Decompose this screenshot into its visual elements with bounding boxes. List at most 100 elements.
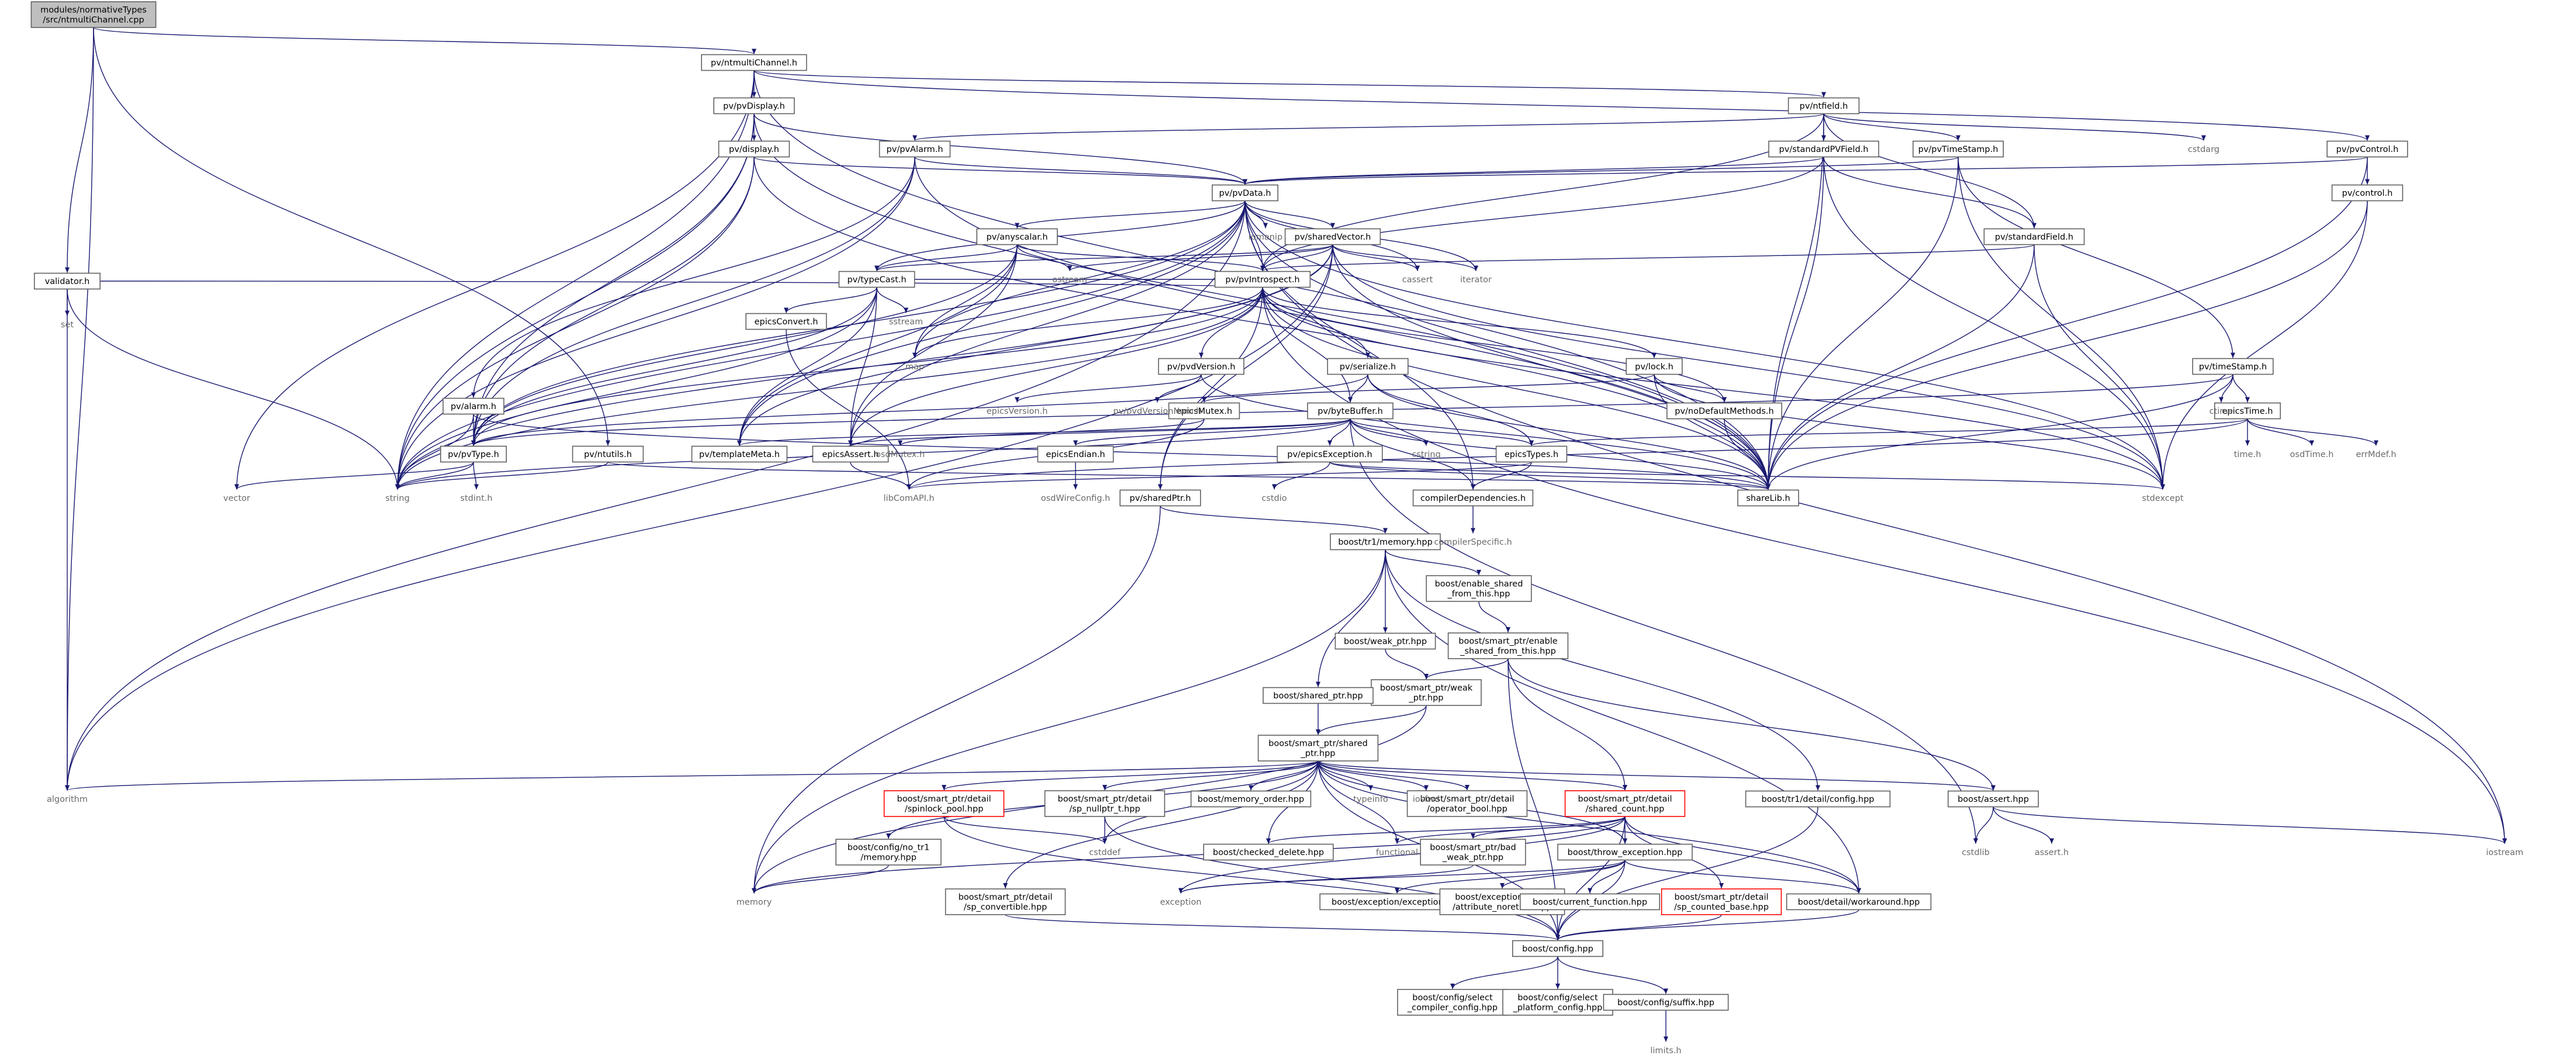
node-pvTimeStamp[interactable]: pv/pvTimeStamp.h: [1913, 140, 2004, 158]
node-box-root[interactable]: [30, 1, 157, 28]
node-memoryOrder[interactable]: boost/memory_order.hpp: [1190, 790, 1312, 808]
node-box-selectCompiler[interactable]: [1397, 989, 1508, 1016]
node-box-byteBuffer[interactable]: [1307, 402, 1394, 420]
node-pvAlarm[interactable]: pv/pvAlarm.h: [879, 140, 951, 158]
node-spinlockPool[interactable]: boost/smart_ptr/detail/spinlock_pool.hpp: [883, 790, 1005, 817]
node-box-memoryOrder[interactable]: [1190, 790, 1312, 808]
node-box-spCountedBase[interactable]: [1661, 888, 1782, 915]
node-noTr1Memory[interactable]: boost/config/no_tr1/memory.hpp: [835, 839, 942, 866]
node-box-pvIntrospect[interactable]: [1214, 271, 1311, 288]
node-display[interactable]: pv/display.h: [718, 140, 790, 158]
node-box-tr1Config[interactable]: [1745, 790, 1891, 808]
node-box-epicsTypes[interactable]: [1495, 445, 1568, 463]
node-spSharedPtr[interactable]: boost/smart_ptr/shared_ptr.hpp: [1257, 735, 1379, 762]
node-box-epicsTime[interactable]: [2214, 402, 2281, 420]
node-selectCompiler[interactable]: boost/config/select_compiler_config.hpp: [1397, 989, 1508, 1016]
node-box-sharelib[interactable]: [1737, 489, 1799, 507]
node-serialize[interactable]: pv/serialize.h: [1327, 358, 1409, 375]
node-box-pvData[interactable]: [1212, 184, 1279, 202]
node-box-validator[interactable]: [33, 272, 101, 290]
node-boostAssert[interactable]: boost/assert.hpp: [1948, 790, 2039, 808]
node-box-epicsMutex[interactable]: [1168, 402, 1240, 420]
node-tr1memory[interactable]: boost/tr1/memory.hpp: [1330, 533, 1441, 551]
node-workaround[interactable]: boost/detail/workaround.hpp: [1786, 893, 1932, 911]
node-epicsEndian[interactable]: epicsEndian.h: [1037, 445, 1114, 463]
node-operatorBool[interactable]: boost/smart_ptr/detail/operator_bool.hpp: [1406, 790, 1528, 817]
node-box-tr1memory[interactable]: [1330, 533, 1441, 551]
node-box-suffix[interactable]: [1603, 994, 1729, 1011]
node-noDefaultMethods[interactable]: pv/noDefaultMethods.h: [1666, 402, 1783, 420]
node-box-timeStamp[interactable]: [2192, 358, 2274, 375]
node-box-pvType[interactable]: [440, 445, 507, 463]
node-spConvertible[interactable]: boost/smart_ptr/detail/sp_convertible.hp…: [945, 888, 1066, 915]
node-box-checkedDelete[interactable]: [1203, 843, 1334, 861]
node-alarm[interactable]: pv/alarm.h: [442, 397, 504, 415]
node-box-ntmultiChannel[interactable]: [701, 54, 807, 71]
node-box-ntutils[interactable]: [572, 445, 644, 463]
node-ntmultiChannel[interactable]: pv/ntmultiChannel.h: [701, 54, 807, 71]
node-box-pvEpicsException[interactable]: [1277, 445, 1383, 463]
node-epicsTime[interactable]: epicsTime.h: [2214, 402, 2281, 420]
node-box-boostAssert[interactable]: [1948, 790, 2039, 808]
node-spNullptr[interactable]: boost/smart_ptr/detail/sp_nullptr_t.hpp: [1044, 790, 1166, 817]
node-spWeakPtr[interactable]: boost/smart_ptr/weak_ptr.hpp: [1371, 679, 1482, 706]
node-box-throwException[interactable]: [1557, 843, 1693, 861]
node-box-display[interactable]: [718, 140, 790, 158]
node-box-spEnableShared[interactable]: [1447, 632, 1569, 659]
node-box-spinlockPool[interactable]: [883, 790, 1005, 817]
node-epicsConvert[interactable]: epicsConvert.h: [745, 313, 827, 330]
node-sharelib[interactable]: shareLib.h: [1737, 489, 1799, 507]
node-pvdVersion[interactable]: pv/pvdVersion.h: [1158, 358, 1244, 375]
node-box-anyscalar[interactable]: [976, 228, 1058, 245]
node-box-epicsAssert[interactable]: [812, 445, 889, 463]
node-sharedVector[interactable]: pv/sharedVector.h: [1284, 228, 1381, 245]
node-box-spWeakPtr[interactable]: [1371, 679, 1482, 706]
node-ntfield[interactable]: pv/ntfield.h: [1787, 97, 1860, 115]
node-box-pvdVersion[interactable]: [1158, 358, 1244, 375]
node-tr1Config[interactable]: boost/tr1/detail/config.hpp: [1745, 790, 1891, 808]
node-box-epicsEndian[interactable]: [1037, 445, 1114, 463]
node-epicsTypes[interactable]: epicsTypes.h: [1495, 445, 1568, 463]
node-pvData[interactable]: pv/pvData.h: [1212, 184, 1279, 202]
node-box-boostConfig[interactable]: [1512, 940, 1604, 957]
node-box-pvTimeStamp[interactable]: [1913, 140, 2004, 158]
node-spCountedBase[interactable]: boost/smart_ptr/detail/sp_counted_base.h…: [1661, 888, 1782, 915]
node-box-spConvertible[interactable]: [945, 888, 1066, 915]
node-lock[interactable]: pv/lock.h: [1626, 358, 1683, 375]
node-box-sharedPtrHpp[interactable]: [1263, 687, 1374, 704]
node-box-selectPlatform[interactable]: [1502, 989, 1613, 1016]
node-sharedCount[interactable]: boost/smart_ptr/detail/shared_count.hpp: [1564, 790, 1686, 817]
node-box-noTr1Memory[interactable]: [835, 839, 942, 866]
node-box-spNullptr[interactable]: [1044, 790, 1166, 817]
node-standardField[interactable]: pv/standardField.h: [1983, 228, 2085, 245]
node-box-spSharedPtr[interactable]: [1257, 735, 1379, 762]
node-sharedPtrHpp[interactable]: boost/shared_ptr.hpp: [1263, 687, 1374, 704]
node-box-pvControl[interactable]: [2326, 140, 2408, 158]
node-box-standardField[interactable]: [1983, 228, 2085, 245]
node-anyscalar[interactable]: pv/anyscalar.h: [976, 228, 1058, 245]
node-root[interactable]: modules/normativeTypes/src/ntmultiChanne…: [30, 1, 157, 28]
node-templateMeta[interactable]: pv/templateMeta.h: [691, 445, 788, 463]
node-box-weakPtr[interactable]: [1334, 632, 1436, 650]
node-box-sharedVector[interactable]: [1284, 228, 1381, 245]
node-box-operatorBool[interactable]: [1406, 790, 1528, 817]
node-epicsAssert[interactable]: epicsAssert.h: [812, 445, 889, 463]
node-weakPtr[interactable]: boost/weak_ptr.hpp: [1334, 632, 1436, 650]
node-validator[interactable]: validator.h: [33, 272, 101, 290]
node-epicsMutex[interactable]: epicsMutex.h: [1168, 402, 1240, 420]
node-box-control[interactable]: [2331, 184, 2404, 202]
node-compilerDependencies[interactable]: compilerDependencies.h: [1412, 489, 1534, 507]
node-box-lock[interactable]: [1626, 358, 1683, 375]
node-box-noDefaultMethods[interactable]: [1666, 402, 1783, 420]
node-pvIntrospect[interactable]: pv/pvIntrospect.h: [1214, 271, 1311, 288]
node-spEnableShared[interactable]: boost/smart_ptr/enable_shared_from_this.…: [1447, 632, 1569, 659]
node-box-templateMeta[interactable]: [691, 445, 788, 463]
node-ntutils[interactable]: pv/ntutils.h: [572, 445, 644, 463]
node-enableShared[interactable]: boost/enable_shared_from_this.hpp: [1426, 575, 1532, 602]
node-timeStamp[interactable]: pv/timeStamp.h: [2192, 358, 2274, 375]
node-sharedPtr[interactable]: pv/sharedPtr.h: [1119, 489, 1201, 507]
node-box-currentFunction[interactable]: [1520, 893, 1661, 911]
node-box-typeCast[interactable]: [838, 271, 915, 288]
node-pvDisplay[interactable]: pv/pvDisplay.h: [713, 97, 795, 115]
node-box-epicsConvert[interactable]: [745, 313, 827, 330]
